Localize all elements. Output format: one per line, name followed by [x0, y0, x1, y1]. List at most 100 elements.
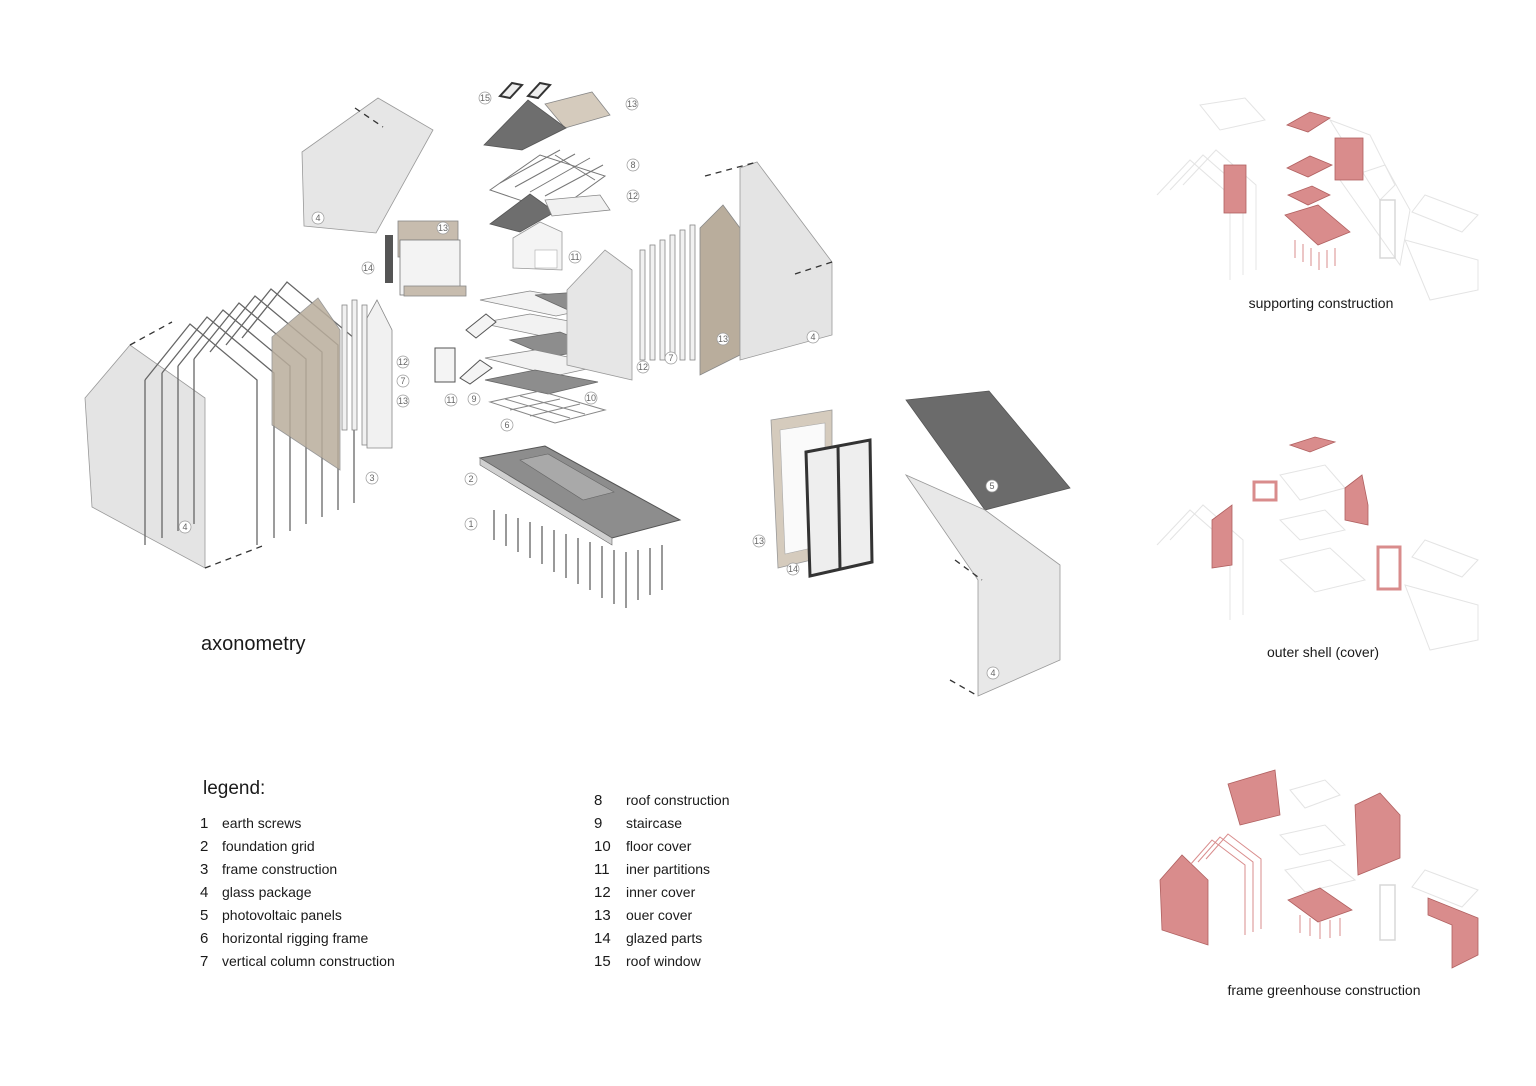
callout-13: 13 [752, 534, 766, 548]
roof-lower-cover [544, 194, 611, 217]
legend-number: 9 [594, 815, 603, 832]
legend-label: glass package [222, 884, 312, 900]
callout-5: 5 [985, 479, 999, 493]
thumbnail-supporting-construction [1156, 97, 1479, 301]
roof-windows [498, 81, 552, 100]
thumbnail-caption: outer shell (cover) [1266, 644, 1380, 660]
drawing-title: axonometry [201, 633, 306, 655]
legend-label: floor cover [626, 838, 692, 854]
legend-label: roof construction [626, 792, 730, 808]
callout-4: 4 [986, 666, 1000, 680]
legend-number: 8 [594, 792, 603, 809]
legend-number: 5 [200, 907, 209, 924]
callout-15: 15 [478, 91, 492, 105]
callout-9: 9 [467, 392, 481, 406]
legend-number: 1 [200, 815, 209, 832]
legend-title: legend: [203, 778, 266, 799]
svg-text:7: 7 [400, 376, 405, 386]
legend-label: iner partitions [626, 861, 711, 877]
legend-number: 15 [594, 953, 611, 970]
svg-text:4: 4 [182, 522, 187, 532]
glass-package-bottom-right [904, 474, 1061, 697]
legend-label: ouer cover [626, 907, 693, 923]
thumbnail-frame-greenhouse [1159, 769, 1479, 969]
svg-text:14: 14 [363, 263, 373, 273]
callout-4: 4 [806, 330, 820, 344]
outer-cover-left [271, 297, 341, 471]
legend-label: roof window [626, 953, 701, 969]
legend-item: 8 roof construction [594, 792, 730, 815]
callout-13: 13 [625, 97, 639, 111]
svg-text:1: 1 [468, 519, 473, 529]
svg-text:4: 4 [990, 668, 995, 678]
callout-14: 14 [361, 261, 375, 275]
foundation-grid [478, 445, 682, 546]
svg-text:10: 10 [586, 393, 596, 403]
callouts: 1 2 3 4 4 4 4 5 6 7 7 8 9 10 11 11 12 12… [178, 91, 1000, 680]
legend-item: 4 glass package [200, 884, 395, 907]
callout-11: 11 [444, 393, 458, 407]
legend-label: vertical column construction [222, 953, 395, 969]
legend-number: 3 [200, 861, 209, 878]
legend-label: horizontal rigging frame [222, 930, 369, 946]
callout-14: 14 [786, 562, 800, 576]
svg-text:3: 3 [369, 473, 374, 483]
svg-text:12: 12 [628, 191, 638, 201]
glass-package-left [84, 321, 266, 569]
callout-7: 7 [396, 374, 410, 388]
callout-12: 12 [636, 360, 650, 374]
svg-text:4: 4 [315, 213, 320, 223]
horizontal-rigging-frame [488, 390, 607, 424]
svg-text:13: 13 [398, 396, 408, 406]
callout-3: 3 [365, 471, 379, 485]
svg-text:12: 12 [398, 357, 408, 367]
inner-cover-mid [566, 249, 633, 381]
callout-1: 1 [464, 517, 478, 531]
svg-text:14: 14 [788, 564, 798, 574]
svg-text:2: 2 [468, 474, 473, 484]
callout-12: 12 [396, 355, 410, 369]
callout-12: 12 [626, 189, 640, 203]
svg-text:8: 8 [630, 160, 635, 170]
svg-text:13: 13 [627, 99, 637, 109]
legend-number: 10 [594, 838, 611, 855]
thumbnail-caption: supporting construction [1248, 295, 1394, 311]
legend-item: 5 photovoltaic panels [200, 907, 395, 930]
inner-partition-top [512, 221, 563, 271]
earth-screws [493, 510, 663, 608]
callout-13: 13 [396, 394, 410, 408]
legend-item: 3 frame construction [200, 861, 395, 884]
callout-6: 6 [500, 418, 514, 432]
legend-number: 4 [200, 884, 209, 901]
svg-text:15: 15 [480, 93, 490, 103]
legend-label: frame construction [222, 861, 338, 877]
legend-number: 7 [200, 953, 209, 970]
callout-4: 4 [178, 520, 192, 534]
vertical-columns-right [639, 224, 696, 361]
svg-text:4: 4 [810, 332, 815, 342]
svg-text:12: 12 [638, 362, 648, 372]
svg-text:11: 11 [570, 252, 579, 262]
glass-package-top-left [301, 97, 434, 234]
callout-4: 4 [311, 211, 325, 225]
legend-label: photovoltaic panels [222, 907, 342, 923]
frame-construction-left [144, 281, 355, 545]
legend-label: earth screws [222, 815, 302, 831]
outer-cover-right [699, 204, 741, 376]
callout-8: 8 [626, 158, 640, 172]
callout-10: 10 [584, 391, 598, 405]
svg-text:11: 11 [446, 395, 455, 405]
legend-number: 12 [594, 884, 611, 901]
legend-label: glazed parts [626, 930, 703, 946]
legend-item: 10 floor cover [594, 838, 730, 861]
roof-outer-cover [544, 91, 611, 129]
